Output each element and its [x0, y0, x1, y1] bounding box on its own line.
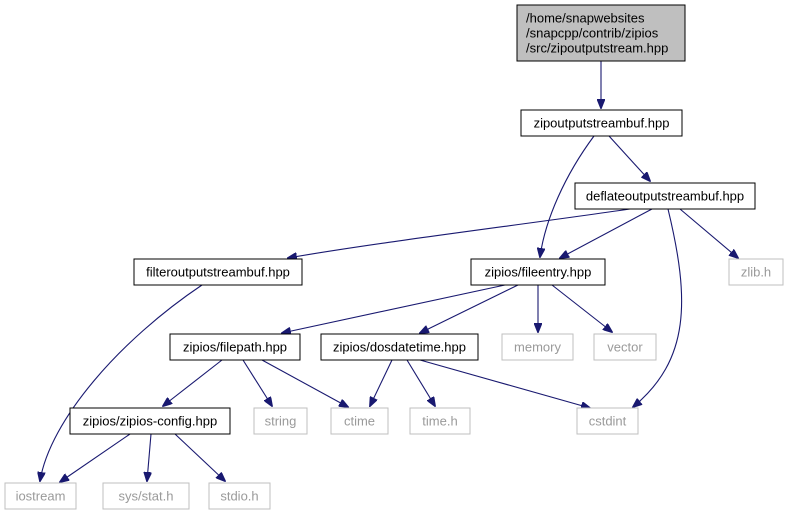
node-label: iostream	[16, 489, 66, 504]
node-dosdatetime[interactable]: zipios/dosdatetime.hpp	[320, 333, 479, 361]
node-box	[409, 407, 471, 435]
node-filepath[interactable]: zipios/filepath.hpp	[169, 333, 301, 361]
edge-deflateoutputstreambuf-to-zlib	[679, 208, 738, 258]
node-box	[574, 182, 756, 210]
node-label: sys/stat.h	[119, 489, 174, 504]
node-box	[516, 4, 686, 62]
node-label: memory	[514, 340, 561, 355]
node-box	[470, 258, 606, 286]
node-box	[593, 333, 657, 361]
node-zipiosconfig[interactable]: zipios/zipios-config.hpp	[69, 407, 231, 435]
edge-fileentry-to-dosdatetime	[420, 284, 519, 333]
node-label: zipoutputstreambuf.hpp	[534, 116, 670, 131]
node-label: ctime	[344, 414, 375, 429]
node-box	[4, 482, 77, 510]
node-vector: vector	[593, 333, 657, 361]
node-box	[208, 482, 271, 510]
node-stdio: stdio.h	[208, 482, 271, 510]
edge-deflateoutputstreambuf-to-fileentry	[560, 208, 653, 258]
nodes-layer: /home/snapwebsites/snapcpp/contrib/zipio…	[4, 4, 784, 510]
node-label: zipios/fileentry.hpp	[485, 265, 592, 280]
edge-dosdatetime-to-cstdint	[419, 359, 590, 408]
node-box	[133, 258, 303, 286]
node-root[interactable]: /home/snapwebsites/snapcpp/contrib/zipio…	[516, 4, 686, 62]
edge-filepath-to-ctime	[261, 359, 348, 407]
node-deflateoutputstreambuf[interactable]: deflateoutputstreambuf.hpp	[574, 182, 756, 210]
edge-deflateoutputstreambuf-to-cstdint	[633, 208, 683, 407]
node-label: /snapcpp/contrib/zipios	[526, 26, 659, 41]
edge-fileentry-to-filepath	[282, 284, 506, 333]
edge-deflateoutputstreambuf-to-filteroutputstreambuf	[288, 208, 631, 258]
node-fileentry[interactable]: zipios/fileentry.hpp	[470, 258, 606, 286]
edge-zipoutputstreambuf-to-fileentry	[540, 135, 595, 257]
edge-zipiosconfig-to-sysstat	[147, 433, 151, 481]
node-timeh: time.h	[409, 407, 471, 435]
edge-dosdatetime-to-timeh	[406, 359, 435, 406]
node-box	[69, 407, 231, 435]
edge-filteroutputstreambuf-to-iostream	[40, 284, 203, 481]
node-label: time.h	[422, 414, 457, 429]
node-box	[253, 407, 308, 435]
node-box	[169, 333, 301, 361]
edge-zipiosconfig-to-iostream	[60, 433, 131, 482]
node-box	[728, 258, 784, 286]
node-label: vector	[607, 340, 643, 355]
node-box	[501, 333, 574, 361]
node-box	[102, 482, 190, 510]
edge-filepath-to-string	[242, 359, 272, 406]
node-label: /home/snapwebsites	[526, 11, 645, 26]
node-cstdint: cstdint	[576, 407, 639, 435]
node-label: zlib.h	[741, 265, 771, 280]
node-box	[320, 333, 479, 361]
edge-dosdatetime-to-ctime	[370, 359, 393, 406]
edge-zipiosconfig-to-stdio	[174, 433, 225, 481]
node-ctime: ctime	[330, 407, 389, 435]
node-box	[520, 109, 683, 137]
edge-filepath-to-zipiosconfig	[163, 359, 223, 406]
node-memory: memory	[501, 333, 574, 361]
node-filteroutputstreambuf[interactable]: filteroutputstreambuf.hpp	[133, 258, 303, 286]
node-label: cstdint	[589, 414, 627, 429]
node-label: stdio.h	[220, 489, 258, 504]
node-sysstat: sys/stat.h	[102, 482, 190, 510]
node-label: deflateoutputstreambuf.hpp	[586, 189, 744, 204]
node-label: zipios/dosdatetime.hpp	[333, 340, 466, 355]
node-label: /src/zipoutputstream.hpp	[526, 41, 668, 56]
node-label: filteroutputstreambuf.hpp	[146, 265, 290, 280]
node-label: zipios/filepath.hpp	[183, 340, 287, 355]
node-box	[330, 407, 389, 435]
node-box	[576, 407, 639, 435]
edges-layer	[40, 61, 738, 482]
node-label: zipios/zipios-config.hpp	[83, 414, 217, 429]
edge-zipoutputstreambuf-to-deflateoutputstreambuf	[608, 135, 650, 181]
node-zlib: zlib.h	[728, 258, 784, 286]
node-string: string	[253, 407, 308, 435]
node-zipoutputstreambuf[interactable]: zipoutputstreambuf.hpp	[520, 109, 683, 137]
node-iostream: iostream	[4, 482, 77, 510]
node-label: string	[265, 414, 297, 429]
edge-fileentry-to-vector	[551, 284, 612, 332]
